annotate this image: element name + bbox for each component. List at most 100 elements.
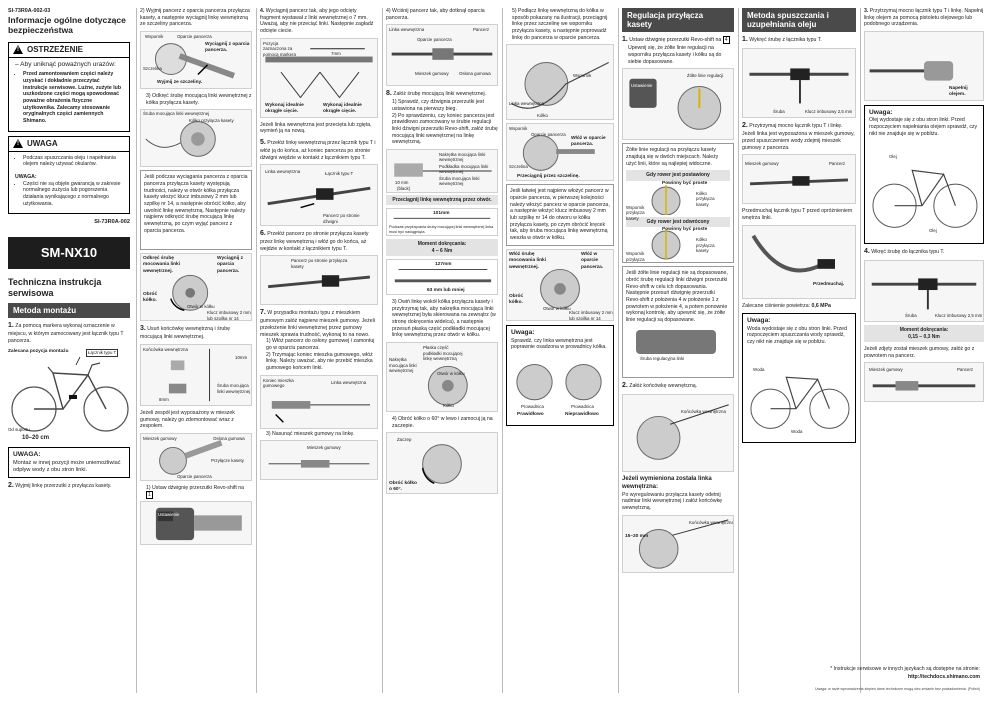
fixing-bolt-label: Śruba mocująca linki wewnętrznej	[143, 111, 210, 117]
inner-cable-label: Linka wewnętrzna	[265, 169, 301, 175]
fixing-nut-label-2: Nakrętka mocująca linki wewnętrznej	[389, 356, 417, 374]
install-step-1: 1. Za pomocą markera wykonaj oznaczenie …	[8, 322, 124, 344]
rotate-60-label: Obróć kółko o 60°.	[389, 481, 417, 493]
replaced-cable-title: Jeżeli wymieniona została linka wewnętrz…	[622, 476, 712, 490]
oil-note-title: Uwaga:	[869, 108, 893, 116]
install-note: UWAGA: Montaż w innej pozycji może uniem…	[8, 447, 130, 479]
pull-out-stop-label: Wyciągnij z oparcia pancerza.	[217, 256, 244, 274]
pull-through-slot-label: Przeciągnij przez szczelinę.	[517, 174, 580, 180]
install-bolt-figure: Śruba Klucz imbusowy 2,5 mm	[864, 260, 984, 323]
step-2-4-text: Jeżeli zespół jest wyposażony w mieszek …	[140, 409, 235, 430]
alignment-box-text: Żółte linie regulacji na przyłączu kaset…	[626, 147, 719, 167]
insert-bolt-label: Włóż śrubę mocowania linki wewnętrznej.	[509, 252, 547, 270]
casing-stop-label-3: Oparcie pancerza	[417, 37, 452, 43]
safety-title: Informacje ogólne dotyczące bezpieczeńst…	[8, 14, 126, 35]
lever-casing-label: Pancerz po stronie dźwigni	[323, 213, 360, 224]
caution-icon: !	[13, 139, 23, 149]
torque-value: 4 – 6 Nm	[431, 247, 453, 254]
torque-value-2: 0,15 – 0,3 Nm	[908, 333, 940, 340]
insert-stop-label: Włóż w oparcie pancerza.	[571, 136, 606, 148]
step-4-4-text: 4) Wciśnij pancerz tak, aby dotknął opar…	[386, 8, 485, 21]
adjust-step-1: 1. Ustaw dźwignię przerzutki Revo-shift …	[622, 36, 730, 45]
warning-title: OSTRZEŻENIE	[27, 44, 84, 54]
air-pressure: Zalecane ciśnienie powietrza: 0,6 MPa	[742, 303, 856, 310]
boot-label-4: Mieszek gumowy	[745, 161, 779, 167]
pulley-label-2: Kółko	[443, 402, 454, 408]
adjust-step-1-text: Ustaw dźwignię przerzutki Revo-shift na	[629, 37, 722, 44]
remove-from-slot-label: Wyjmij ze szczeliny.	[157, 79, 203, 85]
boot-label-3: Mieszek gumowy	[415, 71, 449, 77]
step-3-4-text: Wyciągnij pancerz tak, aby jego odcięty …	[260, 8, 374, 34]
air-pressure-label: Zalecane ciśnienie powietrza:	[742, 302, 811, 309]
guide-label-1: Prowadnica	[521, 404, 544, 410]
pull-out-label: Wyciągnij z oparcia pancerza.	[205, 41, 250, 54]
oil-step-4: 4. Wkręć śrubę do łącznika typu T.	[864, 248, 945, 256]
techdocs-link[interactable]: http://techdocs.shimano.com	[907, 673, 980, 680]
loosen-bolt-label: Odkręć śrubę mocowania linki wewnętrznej…	[143, 256, 181, 274]
step-3-7: 7. W przypadku montażu typu z mieszkiem …	[260, 309, 375, 338]
inner-cable-label-4: Linka wewnętrzna	[509, 101, 545, 107]
blow-out-text: Przedmuchaj łącznik typu T przed opróżni…	[742, 208, 853, 221]
inner-cable-label-3: Linka wewnętrzna	[389, 27, 425, 33]
step-3-7a-text: 1) Włóż pancerz do osłony gumowej i zamo…	[266, 338, 375, 352]
tip-box: Jeśli podczas wyciągania pancerza z opar…	[140, 170, 252, 251]
misalign-box-text: Jeśli żółte linie regulacji nie są dopas…	[626, 270, 728, 323]
incorrect-label: Nieprawidłowo	[565, 412, 599, 418]
dim-15-20mm: 15–20 mm	[625, 533, 649, 539]
cable-end-label: Końcówka wewnętrzna	[143, 346, 188, 352]
hex-key-label-3: Klucz imbusowy 2,5 mm	[805, 109, 853, 115]
rotate-60-figure: Zaczep Obróć kółko o 60°.	[386, 432, 498, 495]
marked-position-label: Pozycja zaznaczona za pomocą markera	[263, 40, 296, 57]
cable-end-figure: Końcówka wewnętrzna 10mm 8mm Śruba mocuj…	[140, 343, 252, 406]
reinstall-boot-text: Jeżeli zdjęty został mieszek gumowy, zał…	[864, 346, 975, 359]
manual-title: Techniczna instrukcja serwisowa	[8, 277, 102, 298]
footer-note: Uwaga: w razie wprowadzenia zlepień dane…	[814, 687, 980, 692]
reference-code: SI-73R0A-002	[94, 219, 130, 226]
mark-position-label: Zalecana pozycja montażu	[8, 349, 69, 355]
language-note: * Instrukcje serwisowe w innych językach…	[830, 666, 980, 681]
setting-label: Ustawienie	[158, 512, 180, 518]
rotate-pulley-figure-2: Włóż śrubę mocowania linki wewnętrznej. …	[506, 249, 614, 322]
rotate-pulley-label: Obróć kółko.	[143, 292, 158, 304]
setting-label-2: Ustawienie	[631, 83, 653, 89]
from-bottom-bracket-label: Od suportu	[8, 427, 30, 433]
slot-label-2: Szczelina	[509, 164, 528, 170]
step-3-6-text: Przełóż pancerz po stronie przyłącza kas…	[260, 231, 369, 252]
hex-key-label-4: Klucz imbusowy 2,5 mm	[935, 313, 983, 319]
tip-box-2-text: Jeśli łatwiej jest najpierw włożyć pance…	[510, 188, 610, 241]
fixing-washer-label: Podkładka mocująca linki wewnętrznej	[439, 163, 489, 175]
water-bike-figure: Woda Woda	[747, 348, 851, 439]
alignment-box: Żółte linie regulacji na przyłączu kaset…	[622, 143, 734, 264]
oil-step-1: 1. Wykręć śrubę z łącznika typu T.	[742, 36, 822, 44]
replace-cable-note: Jeżeli linka wewnętrzna jest przecięta l…	[260, 121, 372, 135]
bracket-label: Wspornik	[145, 33, 164, 39]
torque-box: Moment dokręcania: 4 – 6 Nm	[386, 239, 498, 257]
casing-stop-label: Oparcie pancerza	[177, 33, 212, 39]
step-3-5: 5. Przełóż linkę wewnętrzną przez łączni…	[260, 138, 376, 161]
oil-step-2-text: Przytrzymaj mocno łącznik typu T i linkę…	[742, 123, 855, 151]
caution-box: ! UWAGA Podczas spuszczania oleju i nape…	[8, 135, 130, 215]
model-banner: SM-NX10	[8, 236, 130, 270]
oil-bike-figure: Olej Olej	[869, 140, 979, 241]
oil-step-3: 3. Przytrzymaj mocno łącznik typu T i li…	[864, 8, 984, 28]
reinstall-boot-figure: Mieszek gumowy Pancerz	[864, 362, 984, 403]
step-4-8b-text: 2) Po sprawdzeniu, czy koniec pancerza j…	[392, 112, 498, 146]
pulley-label: Kółko przyłącza kasety	[189, 118, 234, 124]
adjust-step-1b-text: Upewnij się, że żółte linie regulacji na…	[628, 45, 722, 65]
slot-insert-figure: Wspornik Oparcie pancerza Włóż w oparcie…	[506, 123, 614, 182]
oil-step-2: 2. Przytrzymaj mocno łącznik typu T i li…	[742, 122, 855, 151]
install-step-1-text: Za pomocą markera wykonaj oznaczenie w m…	[8, 323, 124, 344]
misalign-box: Jeśli żółte linie regulacji nie są dopas…	[622, 266, 734, 379]
water-label-2: Woda	[791, 428, 803, 434]
round-cut-label-1: Wykonaj idealnie okrągłe cięcie.	[265, 102, 304, 114]
warning-lead: – Aby uniknąć poważnych urazów:	[15, 60, 116, 68]
column-4: 4) Wciśnij pancerz tak, aby dotknął opar…	[386, 8, 498, 693]
black-label: (black)	[397, 185, 411, 191]
install-note-body: Montaż w innej pozycji może uniemożliwia…	[13, 459, 121, 473]
t-joint-figure: Linka wewnętrzna Łącznik typu T Pancerz …	[260, 164, 378, 227]
step-4-8: 8. Załóż śrubę mocującą linki wewnętrzne…	[386, 90, 487, 98]
oil-note-body: Olej wydostaje się z obu stron linki. Pr…	[869, 117, 978, 137]
hex-key-label-2: Klucz imbusowy 2 mm lub szpilka nr 14	[569, 310, 613, 321]
cassette-joint-label: Przyłącze kasety	[211, 457, 244, 463]
step-3-7c-text: 3) Nasunąć mieszek gumowy na linkę.	[266, 430, 355, 437]
